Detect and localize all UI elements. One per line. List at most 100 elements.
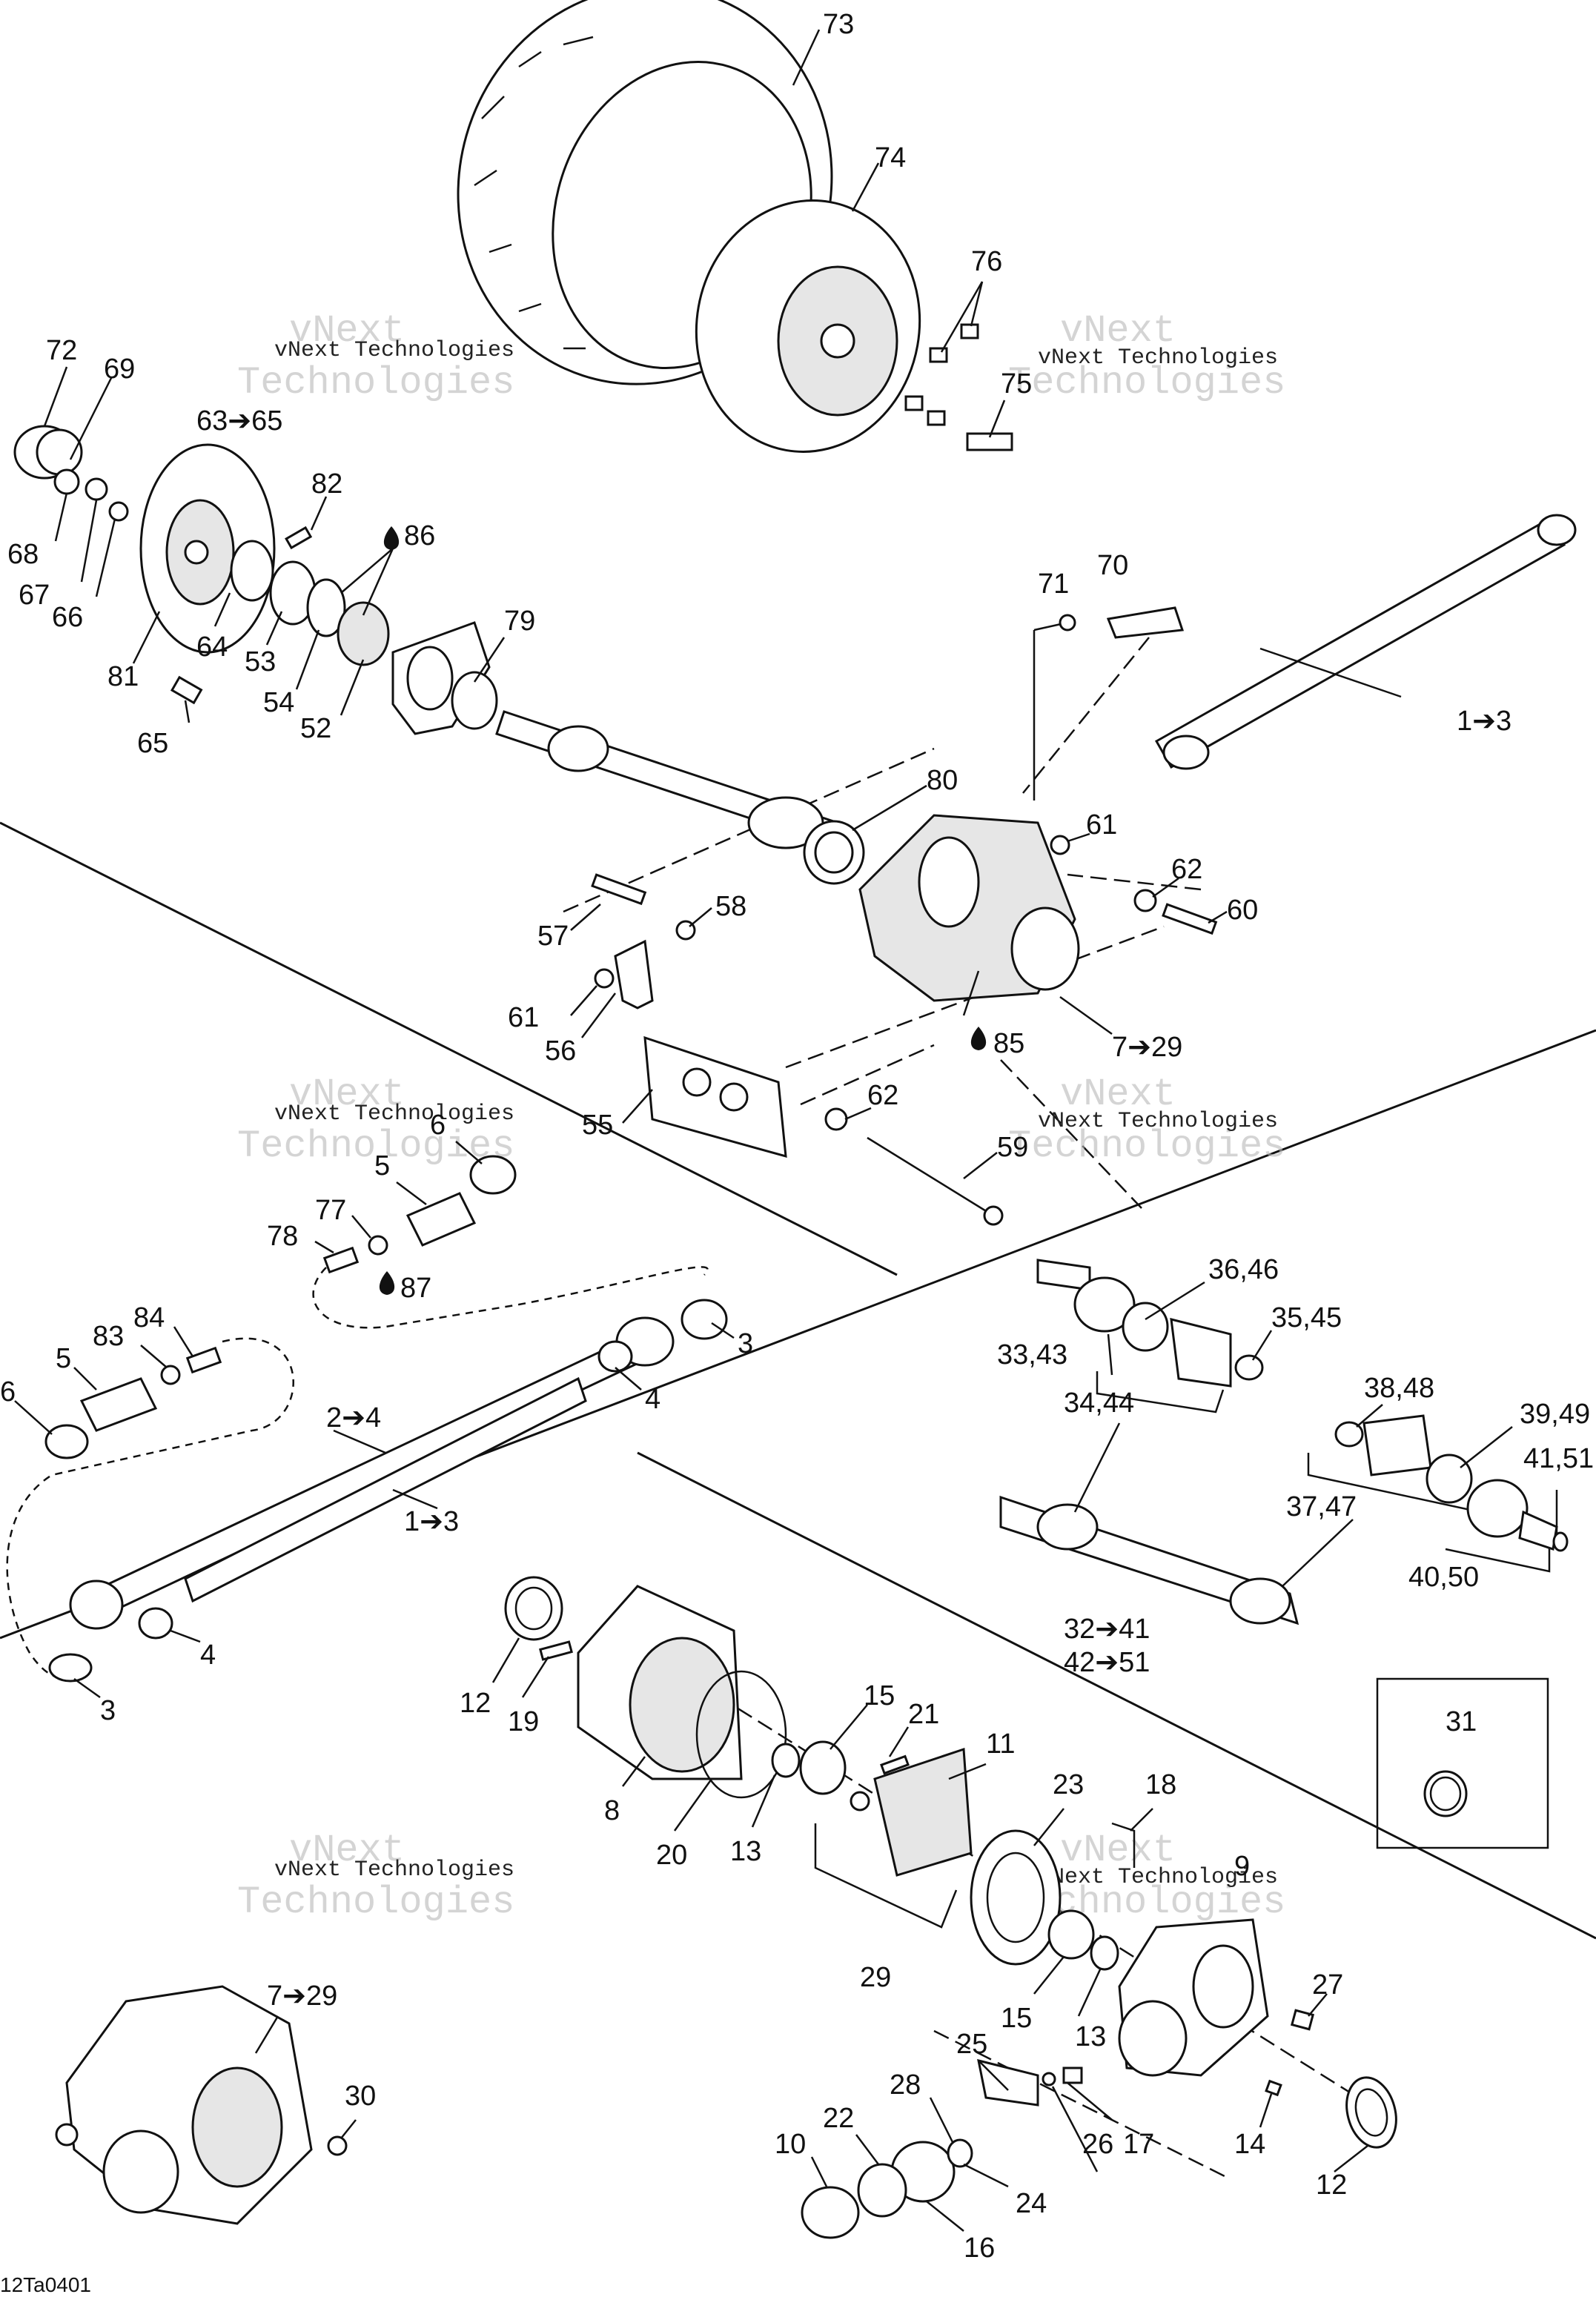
bolt-19 xyxy=(539,1640,573,1661)
bolt-78 xyxy=(322,1246,360,1274)
svg-text:vNext Technologies: vNext Technologies xyxy=(1038,345,1278,371)
callout-74: 74 xyxy=(875,142,906,173)
clamp-3-lower xyxy=(48,1653,93,1683)
callout-57: 57 xyxy=(537,921,569,952)
propeller-shaft-lower xyxy=(69,1299,728,1640)
svg-text:vNext: vNext xyxy=(1060,1073,1176,1116)
o-ring-20 xyxy=(695,1670,787,1799)
callout-4-upper: 4 xyxy=(645,1384,660,1415)
svg-text:vNext Technologies: vNext Technologies xyxy=(274,1101,514,1127)
cover-housing-8 xyxy=(577,1585,743,1780)
callout-59: 59 xyxy=(997,1132,1028,1163)
seal-10-bushing-22 xyxy=(801,2163,907,2239)
callout-12-left: 12 xyxy=(460,1688,491,1719)
callout-41-51: 41,51 xyxy=(1523,1443,1594,1474)
callout-14: 14 xyxy=(1234,2129,1265,2160)
callout-56: 56 xyxy=(545,1035,576,1067)
housing-9 xyxy=(1118,1918,1269,2077)
callout-52: 52 xyxy=(300,713,331,744)
callout-2-4: 2➔4 xyxy=(326,1402,381,1433)
svg-text:vNext: vNext xyxy=(1060,1829,1176,1872)
callout-71: 71 xyxy=(1038,569,1069,600)
bearing-13-15-left xyxy=(771,1740,847,1795)
callout-84: 84 xyxy=(133,1302,165,1333)
drawing-code: 12Ta0401 xyxy=(0,2273,91,2296)
callout-85: 85 xyxy=(993,1028,1024,1059)
callout-54: 54 xyxy=(263,687,294,718)
inset-box-31 xyxy=(1376,1677,1549,1849)
callout-4-lower: 4 xyxy=(200,1640,216,1671)
callout-10: 10 xyxy=(775,2129,806,2160)
bushing-6-upper xyxy=(469,1155,517,1195)
callout-6-lower: 6 xyxy=(0,1376,16,1408)
screw-14 xyxy=(1265,2079,1282,2097)
callout-31: 31 xyxy=(1446,1706,1477,1737)
svg-text:Technologies: Technologies xyxy=(237,1124,514,1168)
rim xyxy=(695,199,921,453)
svg-text:vNext: vNext xyxy=(289,1073,405,1116)
long-bolt-59 xyxy=(867,1136,1004,1226)
leader-lines xyxy=(14,29,1558,2232)
callout-42-51: 42➔51 xyxy=(1064,1647,1150,1678)
callout-78: 78 xyxy=(267,1221,298,1252)
washer-77 xyxy=(368,1235,388,1256)
callout-83: 83 xyxy=(93,1321,124,1352)
knuckle xyxy=(391,621,498,735)
callout-3-upper: 3 xyxy=(738,1328,753,1359)
callout-9: 9 xyxy=(1234,1851,1250,1882)
callout-60: 60 xyxy=(1227,895,1258,926)
cv-joint-upper-set xyxy=(1036,1259,1264,1388)
seal-80 xyxy=(803,820,865,885)
callout-58: 58 xyxy=(715,891,746,922)
callout-27: 27 xyxy=(1312,1969,1343,2001)
callout-39-49: 39,49 xyxy=(1520,1399,1590,1430)
callout-61-upper: 61 xyxy=(1086,809,1117,841)
callout-23: 23 xyxy=(1053,1769,1084,1800)
cv-drive-shaft xyxy=(495,710,839,849)
callout-11: 11 xyxy=(986,1728,1015,1760)
callout-73: 73 xyxy=(823,9,854,40)
bolt-65 xyxy=(170,675,203,705)
callout-12-right: 12 xyxy=(1316,2170,1347,2201)
callout-26: 26 xyxy=(1082,2129,1113,2160)
callout-19: 19 xyxy=(508,1706,539,1737)
callout-63-65: 63➔65 xyxy=(196,405,282,437)
callout-15-upper: 15 xyxy=(864,1680,895,1711)
callout-5-lower: 5 xyxy=(56,1343,71,1374)
svg-text:Technologies: Technologies xyxy=(237,361,514,405)
callout-labels: 73 74 76 75 72 69 63➔65 82 86 68 67 66 8… xyxy=(0,9,1594,2264)
callout-1-3-lower: 1➔3 xyxy=(404,1506,459,1537)
differential-case-11 xyxy=(850,1747,973,1877)
callout-69: 69 xyxy=(104,354,135,385)
callout-34-44: 34,44 xyxy=(1064,1388,1134,1419)
callout-40-50: 40,50 xyxy=(1408,1562,1479,1593)
callout-21: 21 xyxy=(908,1699,939,1730)
callout-20: 20 xyxy=(656,1840,687,1871)
vent-fitting-18 xyxy=(1111,1822,1136,1868)
bracket-56 xyxy=(614,939,654,1010)
callout-22: 22 xyxy=(823,2103,854,2134)
bearing-13-15-right xyxy=(1047,1909,1119,1971)
screw-30 xyxy=(327,2135,348,2156)
svg-text:vNext Technologies: vNext Technologies xyxy=(274,1857,514,1883)
callout-55: 55 xyxy=(582,1110,613,1141)
callout-64: 64 xyxy=(196,632,228,663)
callout-7-29-upper: 7➔29 xyxy=(1112,1032,1182,1063)
callout-80: 80 xyxy=(927,765,958,796)
callout-38-48: 38,48 xyxy=(1364,1373,1434,1404)
callout-62-upper: 62 xyxy=(1171,854,1202,885)
wheel-stud xyxy=(966,432,1013,451)
oil-drop-icon xyxy=(970,1027,987,1050)
svg-text:Technologies: Technologies xyxy=(237,1880,514,1924)
plate-55 xyxy=(643,1035,787,1159)
callout-28: 28 xyxy=(890,2069,921,2101)
assembly-lines xyxy=(6,621,1551,2181)
callout-68: 68 xyxy=(7,539,39,570)
callout-87: 87 xyxy=(400,1273,431,1304)
callout-82: 82 xyxy=(311,468,342,500)
wheel-nuts xyxy=(904,323,979,426)
callout-76: 76 xyxy=(971,246,1002,277)
svg-text:vNext Technologies: vNext Technologies xyxy=(1038,1109,1278,1134)
callout-13-upper: 13 xyxy=(730,1836,761,1867)
knuckle-seals-bearings xyxy=(230,540,390,666)
